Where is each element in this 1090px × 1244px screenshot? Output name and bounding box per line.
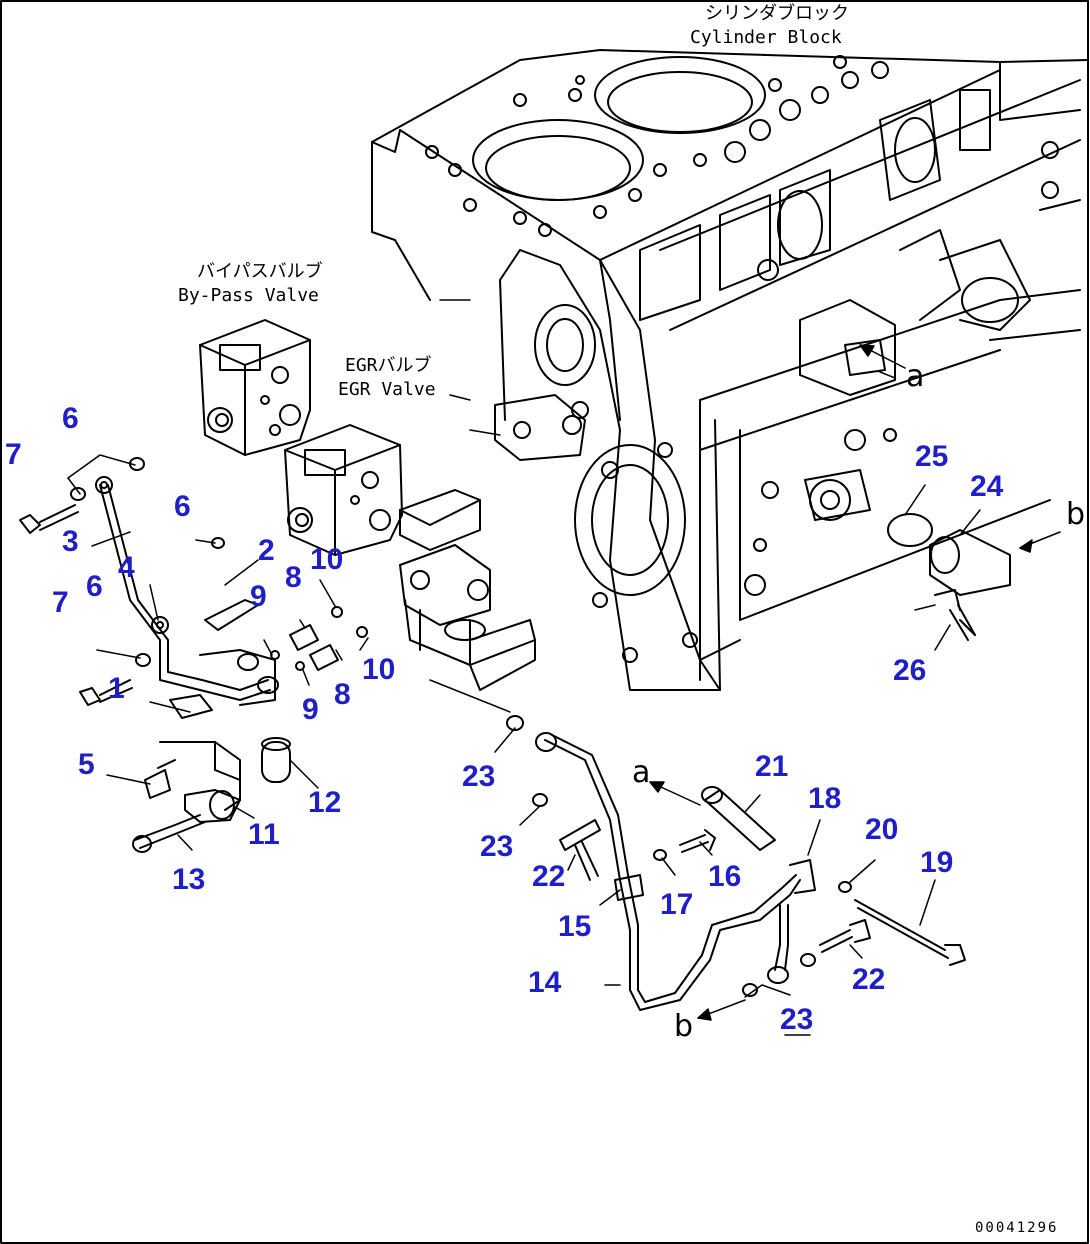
callout: 20	[865, 813, 899, 846]
callout: 21	[755, 750, 789, 783]
sensor-24-drawing	[887, 513, 1011, 641]
callout: 2	[258, 534, 275, 567]
callout: 6	[86, 570, 103, 603]
cylinder-block-drawing	[371, 49, 1089, 691]
callout: 10	[362, 653, 396, 686]
callout: 9	[250, 580, 267, 613]
callout: 7	[5, 438, 22, 471]
egr-valve-label-jp: EGRバルブ	[345, 355, 432, 376]
callout: 9	[302, 693, 319, 726]
callout: 23	[462, 760, 496, 793]
bypass-valve-drawing	[199, 319, 311, 456]
callout: 10	[310, 543, 344, 576]
ref-letter: a	[906, 359, 925, 394]
callout: 26	[893, 654, 927, 687]
callout: 6	[62, 402, 79, 435]
ref-arrows	[649, 344, 1061, 1021]
callout: 24	[970, 470, 1004, 503]
callout: 12	[308, 786, 342, 819]
leader-lines	[67, 299, 981, 1036]
callout: 1	[108, 672, 125, 705]
cylinder-block-label-en: Cylinder Block	[690, 27, 842, 48]
cylinder-block-label-jp: シリンダブロック	[705, 3, 849, 24]
callout: 18	[808, 782, 842, 815]
callout: 5	[78, 748, 95, 781]
callout: 15	[558, 910, 592, 943]
callout: 6	[174, 490, 191, 523]
callout: 19	[920, 846, 954, 879]
callout: 23	[480, 830, 514, 863]
ref-letter: b	[1066, 497, 1086, 532]
egr-valve-label-en: EGR Valve	[338, 379, 436, 400]
pipe-14-drawing	[506, 715, 966, 1011]
egr-valve-drawing	[284, 424, 403, 556]
callout: 25	[915, 440, 949, 473]
callout: 22	[852, 963, 886, 996]
callout: 14	[528, 966, 562, 999]
callout: 13	[172, 863, 206, 896]
bypass-valve-label-jp: バイパスバルブ	[197, 261, 323, 282]
bracket-11-drawing	[132, 737, 291, 853]
callout: 22	[532, 860, 566, 893]
ref-letter: b	[674, 1009, 694, 1044]
adapter-block-drawing	[399, 489, 536, 691]
callout: 8	[334, 678, 351, 711]
callout: 8	[285, 561, 302, 594]
callout: 11	[248, 818, 280, 851]
bolts-washers-drawing	[19, 457, 368, 706]
callout: 23	[780, 1003, 814, 1036]
callout: 17	[660, 888, 694, 921]
callout: 3	[62, 525, 79, 558]
callout: 16	[708, 860, 742, 893]
callout: 4	[118, 551, 135, 584]
ref-letter: a	[632, 755, 651, 790]
pipe-3-drawing	[95, 476, 279, 719]
callout: 7	[52, 586, 69, 619]
drawing-code: 00041296	[975, 1220, 1059, 1236]
bypass-valve-label-en: By-Pass Valve	[178, 285, 319, 306]
